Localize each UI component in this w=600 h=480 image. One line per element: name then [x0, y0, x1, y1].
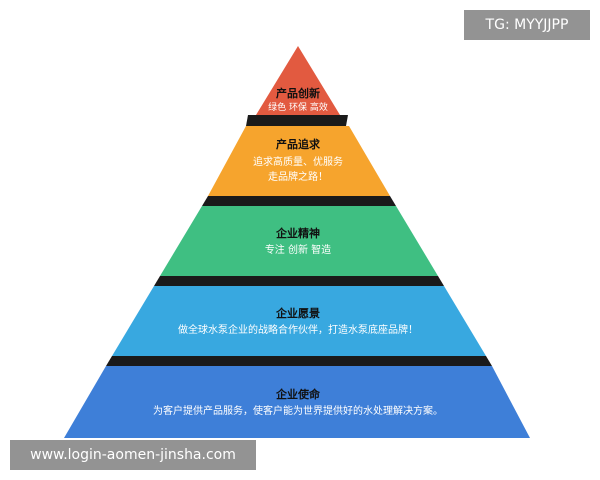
level-subtitle: 追求高质量、优服务	[253, 155, 343, 168]
level-title: 企业愿景	[275, 306, 320, 320]
level-shape	[112, 286, 486, 356]
level-subtitle: 为客户提供产品服务，使客户能为世界提供好的水处理解决方案。	[153, 404, 443, 417]
tg-watermark: TG: MYYJJPP	[464, 10, 590, 40]
level-shadow	[154, 276, 444, 286]
level-title: 产品创新	[276, 86, 320, 100]
level-shape	[208, 126, 390, 196]
level-title: 产品追求	[276, 137, 321, 151]
level-title: 企业使命	[275, 387, 321, 401]
level-title: 企业精神	[275, 226, 320, 240]
level-subtitle: 专注 创新 智造	[265, 243, 331, 256]
level-shadow	[106, 356, 492, 366]
level-subtitle: 走品牌之路！	[268, 170, 328, 183]
level-shape	[160, 206, 438, 276]
level-shape	[256, 46, 340, 115]
level-shape	[64, 366, 530, 438]
pyramid-level-enterprise-spirit: 企业精神 专注 创新 智造	[160, 196, 438, 276]
level-shadow	[246, 115, 348, 126]
level-subtitle: 绿色 环保 高效	[268, 101, 328, 113]
pyramid-level-product-innovation: 产品创新 绿色 环保 高效	[256, 46, 340, 115]
pyramid-level-product-pursuit: 产品追求 追求高质量、优服务 走品牌之路！	[208, 115, 390, 196]
pyramid-level-enterprise-vision: 企业愿景 做全球水泵企业的战略合作伙伴，打造水泵底座品牌！	[112, 276, 486, 356]
site-url-watermark: www.login-aomen-jinsha.com	[10, 440, 256, 470]
level-shadow	[202, 196, 396, 206]
level-subtitle: 做全球水泵企业的战略合作伙伴，打造水泵底座品牌！	[178, 323, 418, 336]
pyramid-level-enterprise-mission: 企业使命 为客户提供产品服务，使客户能为世界提供好的水处理解决方案。	[64, 356, 530, 438]
